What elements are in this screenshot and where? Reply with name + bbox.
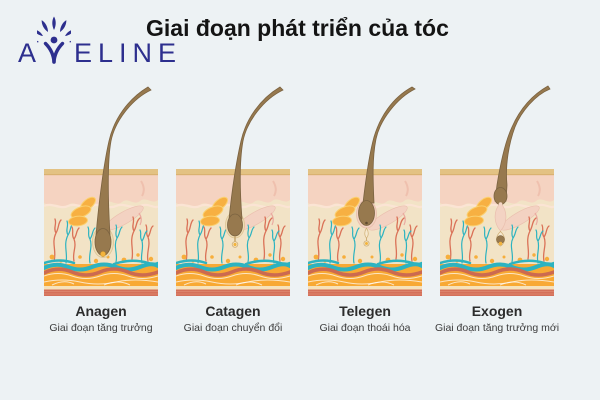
stage-panel-telegen: Telegen Giai đoạn thoái hóa (308, 85, 422, 334)
hair-telegen (356, 86, 416, 247)
aveline-flower-person-icon (37, 16, 72, 64)
stage-name: Catagen (205, 303, 261, 319)
aveline-logo: A ELINE (18, 12, 183, 68)
hair-follicle-illustration-exogen (440, 85, 554, 297)
stage-description: Giai đoạn thoái hóa (319, 322, 411, 334)
stage-description: Giai đoạn tăng trưởng mới (434, 322, 560, 334)
stages-row: Anagen Giai đoạn tăng trưởng Catagen Gia… (44, 85, 559, 334)
stage-panel-exogen: Exogen Giai đoạn tăng trưởng mới (435, 85, 559, 334)
logo-letter-a: A (18, 37, 37, 68)
hair-follicle-illustration-telegen (308, 86, 422, 297)
hair-follicle-illustration-catagen (176, 86, 290, 297)
hair-follicle-illustration-anagen (44, 86, 158, 297)
hair-catagen (225, 86, 284, 248)
stage-panel-catagen: Catagen Giai đoạn chuyển đổi (176, 85, 290, 334)
hair-exogen (493, 85, 551, 247)
page-title: Giai đoạn phát triển của tóc (146, 15, 449, 41)
stage-name: Anagen (75, 303, 127, 319)
stage-panel-anagen: Anagen Giai đoạn tăng trưởng (44, 85, 158, 334)
hair-anagen (92, 86, 152, 258)
stage-description: Giai đoạn tăng trưởng (49, 322, 153, 334)
stage-name: Telegen (339, 303, 391, 319)
logo-letters-eline: ELINE (74, 37, 183, 68)
stage-name: Exogen (471, 303, 523, 319)
stage-description: Giai đoạn chuyển đổi (183, 322, 283, 334)
